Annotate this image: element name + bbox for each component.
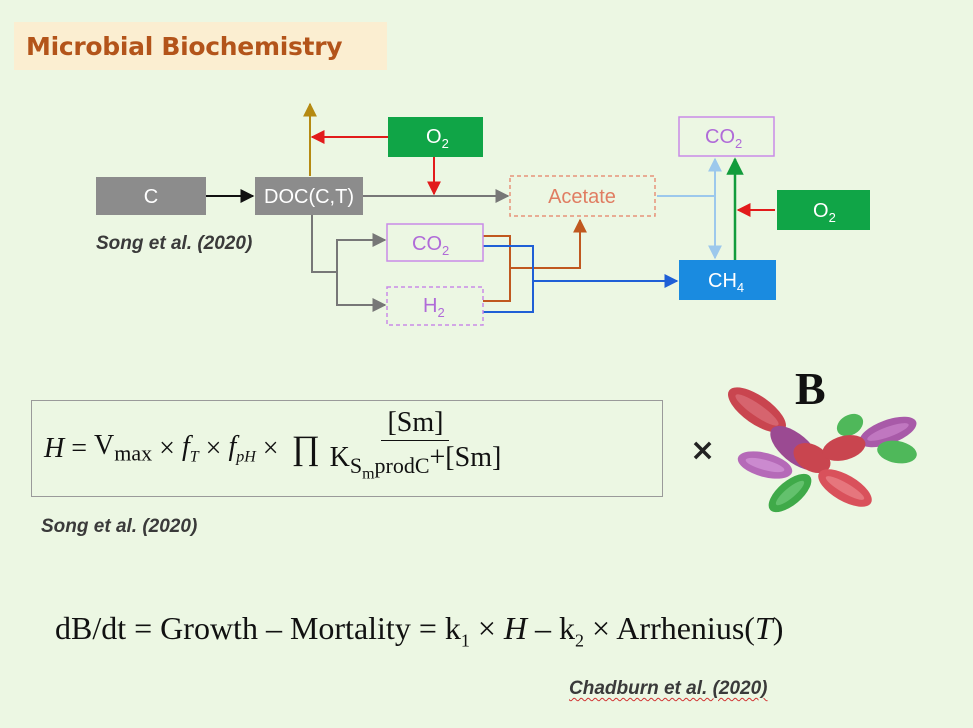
doc-branch-line: [311, 215, 337, 273]
node-doc-label: DOC(C,T): [264, 186, 354, 208]
eq-vmax-sub: max: [114, 440, 153, 466]
h2-to-ch4-line: [483, 281, 534, 313]
eq-fph-sub: pH: [236, 448, 256, 466]
node-co2-mid-label: CO: [412, 233, 442, 255]
biomass-label: B: [795, 363, 826, 414]
growth-eq-part2: ×: [469, 610, 504, 646]
node-co2-top: CO2: [678, 116, 775, 157]
node-acetate-label: Acetate: [548, 186, 616, 208]
eq-fph: f: [228, 430, 237, 462]
bacteria-illustration: [728, 387, 917, 513]
growth-eq-k2-sub: 2: [575, 630, 585, 651]
eq-ft: f: [181, 430, 190, 462]
pathway-arrows: [206, 102, 775, 313]
growth-eq-k1-sub: 1: [460, 630, 470, 651]
eq-times-2: ×: [198, 432, 229, 464]
eq-times-3: ×: [255, 432, 286, 464]
node-o2-top: O2: [388, 117, 483, 157]
node-doc: DOC(C,T): [255, 177, 363, 215]
slide-title: Microbial Biochemistry: [26, 31, 343, 61]
growth-eq-h: H: [503, 610, 528, 646]
growth-eq-part5: ): [772, 610, 784, 646]
co2-to-acetate-line: [483, 235, 511, 268]
node-o2-right-label: O: [813, 200, 829, 222]
node-o2-right: O2: [777, 190, 870, 230]
eq-times-1: ×: [152, 432, 182, 464]
eq-ft-sub: T: [189, 448, 199, 466]
title-banner: Microbial Biochemistry: [14, 22, 387, 70]
node-o2-top-sub: 2: [442, 136, 449, 151]
h2-to-acetate-line: [483, 268, 511, 302]
eq-fraction: [Sm] KSmprodC+[Sm]: [324, 406, 508, 491]
eq-product: ∏: [291, 429, 320, 467]
node-co2-mid-sub: 2: [442, 243, 449, 258]
node-c-label: C: [144, 186, 158, 208]
node-ch4-sub: 4: [737, 280, 744, 295]
equation-citation: Song et al. (2020): [41, 516, 198, 537]
eq-numerator: [Sm]: [381, 406, 450, 441]
eq-lhs: H: [44, 432, 65, 464]
branch-to-co2-arrow: [336, 233, 387, 272]
node-h2-sub: 2: [437, 305, 444, 320]
svg-text:CO2: CO2: [412, 233, 449, 258]
node-ch4: CH4: [679, 260, 776, 300]
growth-eq-part4: × Arrhenius(: [584, 610, 755, 646]
growth-eq-part3: – k: [527, 610, 576, 646]
diagram-citation: Song et al. (2020): [96, 233, 253, 254]
node-h2-label: H: [423, 295, 437, 317]
eq-equals: =: [64, 432, 95, 464]
svg-text:O2: O2: [426, 126, 449, 151]
growth-eq-part1: dB/dt = Growth – Mortality = k: [55, 610, 461, 646]
node-c: C: [96, 177, 206, 215]
node-o2-top-label: O: [426, 126, 442, 148]
node-co2-top-sub: 2: [735, 136, 742, 151]
branch-to-h2-arrow: [336, 272, 387, 312]
rate-equation: H = Vmax × fT × fpH × ∏ [Sm] KSmprodC+[S…: [31, 400, 663, 497]
svg-text:O2: O2: [813, 200, 836, 225]
multiply-symbol: ×: [690, 433, 716, 468]
node-o2-right-sub: 2: [829, 210, 836, 225]
node-acetate: Acetate: [509, 175, 656, 217]
svg-text:CH4: CH4: [708, 270, 744, 295]
co2-to-ch4-line: [483, 245, 534, 281]
svg-text:H2: H2: [423, 295, 445, 320]
node-co2-top-label: CO: [705, 126, 735, 148]
node-h2: H2: [386, 286, 484, 326]
node-ch4-label: CH: [708, 270, 737, 292]
node-co2-mid: CO2: [386, 223, 484, 262]
growth-eq-t: T: [754, 610, 773, 646]
to-acetate-arrow: [510, 218, 587, 269]
eq-vmax: V: [94, 430, 115, 462]
growth-equation: dB/dt = Growth – Mortality = k1 × H – k2…: [55, 610, 783, 651]
svg-text:CO2: CO2: [705, 126, 742, 151]
eq-denominator: KSmprodC+[Sm]: [329, 442, 502, 482]
growth-citation: Chadburn et al. (2020): [569, 678, 768, 699]
